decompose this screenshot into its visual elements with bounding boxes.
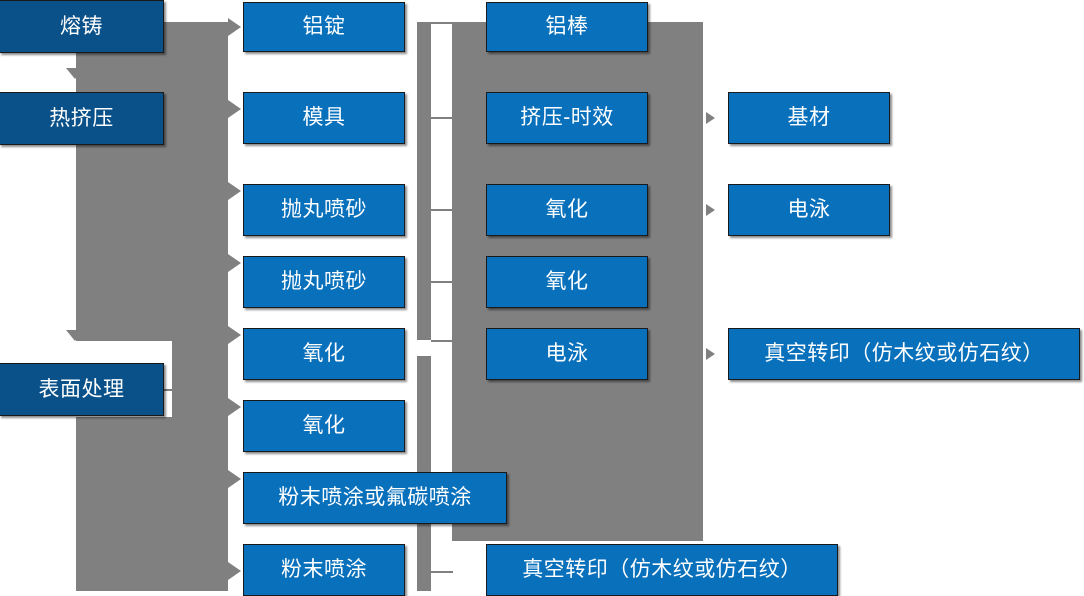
node-label: 氧化 — [545, 270, 589, 294]
arrow-to-proc-5 — [228, 326, 241, 344]
connector-bar-narrow-top — [417, 22, 431, 340]
tick-line-5 — [431, 340, 453, 342]
node-label: 铝棒 — [545, 15, 589, 39]
node-proc-6[interactable]: 氧化 — [243, 400, 405, 452]
node-label: 粉末喷涂或氟碳喷涂 — [278, 486, 472, 510]
node-proc-5[interactable]: 氧化 — [243, 328, 405, 380]
down-arrow-extrude-to-surface — [66, 330, 84, 341]
node-label: 表面处理 — [38, 377, 125, 401]
arrow-to-proc-8 — [228, 562, 241, 580]
node-label: 模具 — [302, 106, 346, 130]
arrow-to-proc-4 — [228, 254, 241, 272]
node-label: 抛丸喷砂 — [281, 198, 367, 222]
node-label: 氧化 — [302, 414, 346, 438]
node-out-2[interactable]: 电泳 — [728, 184, 890, 236]
node-sec-1[interactable]: 铝棒 — [486, 2, 648, 52]
tick-line-6 — [431, 571, 453, 573]
arrow-to-proc-7 — [228, 470, 241, 488]
node-label: 铝锭 — [302, 15, 346, 39]
node-sec-2[interactable]: 挤压-时效 — [486, 92, 648, 144]
node-sec-4[interactable]: 氧化 — [486, 256, 648, 308]
node-sec-3[interactable]: 氧化 — [486, 184, 648, 236]
node-proc-3[interactable]: 抛丸喷砂 — [243, 184, 405, 236]
node-stage-1[interactable]: 熔铸 — [0, 0, 164, 53]
node-label: 真空转印（仿木纹或仿石纹） — [764, 342, 1044, 366]
node-label: 挤压-时效 — [520, 106, 614, 130]
node-label: 氧化 — [302, 342, 346, 366]
node-label: 粉末喷涂 — [281, 558, 367, 582]
arrow-to-out-1 — [706, 112, 715, 124]
down-arrow-melt-to-extrude — [66, 68, 84, 79]
node-proc-7[interactable]: 粉末喷涂或氟碳喷涂 — [243, 472, 507, 524]
connector-stub-surface — [164, 389, 186, 391]
tick-line-4 — [431, 281, 453, 283]
node-label: 真空转印（仿木纹或仿石纹） — [522, 558, 802, 582]
node-stage-3[interactable]: 表面处理 — [0, 363, 164, 416]
node-out-1[interactable]: 基材 — [728, 92, 890, 144]
node-sec-6[interactable]: 真空转印（仿木纹或仿石纹） — [486, 544, 838, 596]
node-stage-2[interactable]: 热挤压 — [0, 92, 164, 145]
arrow-to-proc-1 — [228, 18, 241, 36]
arrow-to-proc-3 — [228, 182, 241, 200]
node-label: 基材 — [787, 106, 831, 130]
node-proc-1[interactable]: 铝锭 — [243, 2, 405, 52]
node-sec-5[interactable]: 电泳 — [486, 328, 648, 380]
arrow-to-proc-6 — [228, 398, 241, 416]
node-proc-2[interactable]: 模具 — [243, 92, 405, 144]
node-proc-8[interactable]: 粉末喷涂 — [243, 544, 405, 596]
arrow-to-out-2 — [706, 204, 715, 216]
node-label: 电泳 — [787, 198, 831, 222]
tick-line-1 — [431, 22, 453, 24]
node-label: 抛丸喷砂 — [281, 270, 367, 294]
node-label: 热挤压 — [49, 106, 114, 130]
tick-line-2 — [431, 117, 453, 119]
node-proc-4[interactable]: 抛丸喷砂 — [243, 256, 405, 308]
node-out-3[interactable]: 真空转印（仿木纹或仿石纹） — [728, 328, 1080, 380]
arrow-to-proc-2 — [228, 100, 241, 118]
node-label: 氧化 — [545, 198, 589, 222]
arrow-to-out-3 — [706, 348, 715, 360]
node-label: 熔铸 — [60, 14, 103, 38]
tick-line-3 — [431, 209, 453, 211]
node-label: 电泳 — [545, 342, 589, 366]
